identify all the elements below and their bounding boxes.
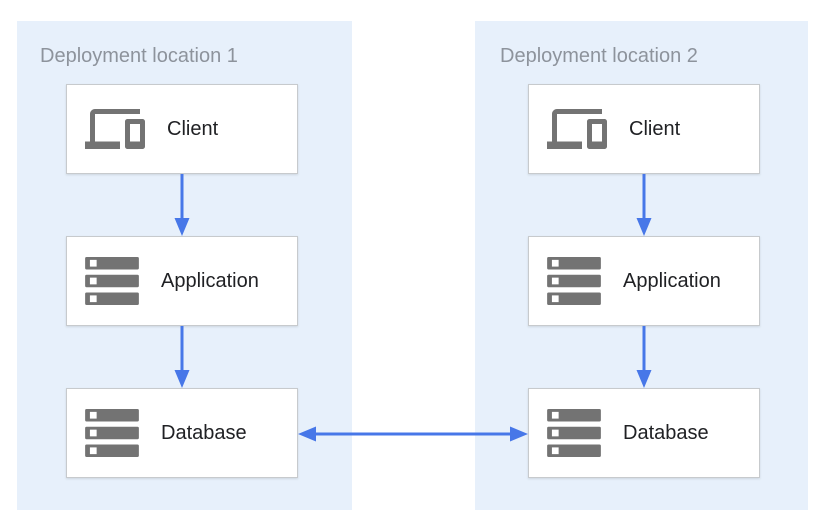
- node-label: Database: [623, 421, 709, 444]
- deployment-location-1-panel: Deployment location 1 Client A: [17, 21, 352, 510]
- node-label: Client: [629, 117, 681, 140]
- node-application-1: Application: [66, 236, 298, 326]
- node-application-2: Application: [528, 236, 760, 326]
- server-stack-icon: [85, 409, 139, 457]
- panel-1-title: Deployment location 1: [40, 45, 238, 67]
- node-label: Application: [623, 269, 721, 292]
- server-stack-icon: [547, 409, 601, 457]
- devices-icon: [85, 99, 145, 159]
- node-label: Database: [161, 421, 247, 444]
- deployment-location-2-panel: Deployment location 2 Client A: [475, 21, 808, 510]
- panel-2-title: Deployment location 2: [500, 45, 698, 67]
- node-client-1: Client: [66, 84, 298, 174]
- node-label: Application: [161, 269, 259, 292]
- node-client-2: Client: [528, 84, 760, 174]
- node-database-1: Database: [66, 388, 298, 478]
- devices-icon: [547, 99, 607, 159]
- server-stack-icon: [85, 257, 139, 305]
- server-stack-icon: [547, 257, 601, 305]
- node-database-2: Database: [528, 388, 760, 478]
- node-label: Client: [167, 117, 219, 140]
